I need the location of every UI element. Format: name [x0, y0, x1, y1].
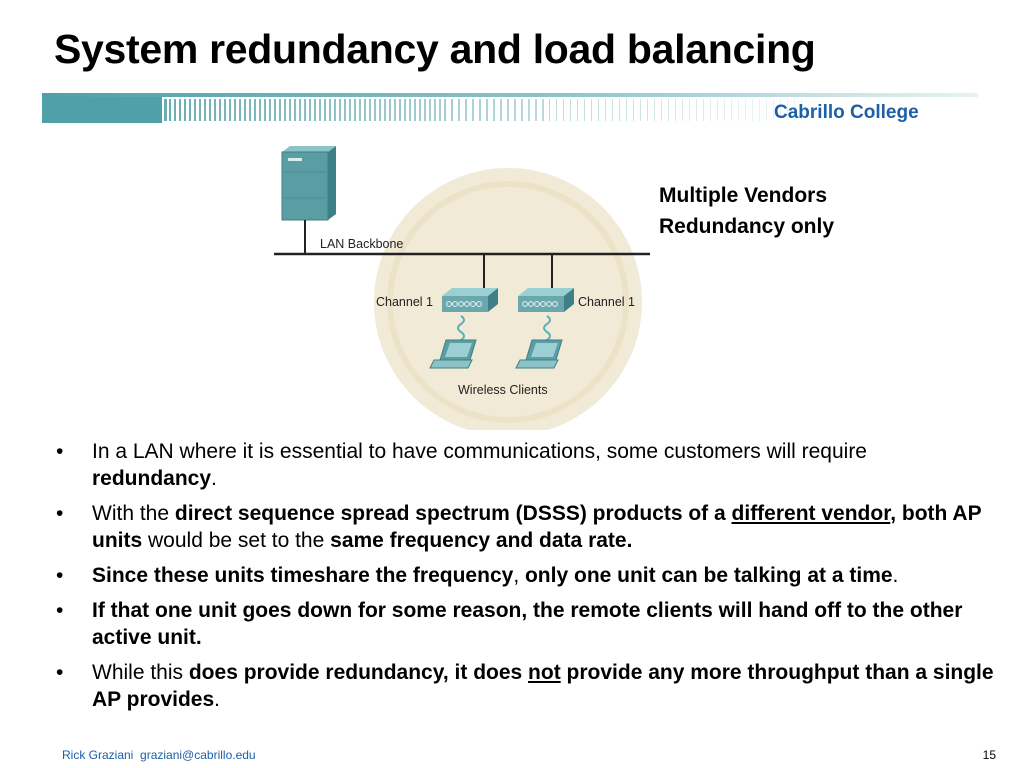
caption-line-2: Redundancy only: [659, 215, 835, 238]
footer-author: Rick Graziani graziani@cabrillo.edu: [62, 748, 256, 762]
access-point-icon-right: [518, 288, 574, 312]
college-name: Cabrillo College: [774, 102, 919, 123]
bullet-item-3: • Since these units timeshare the freque…: [56, 564, 899, 587]
bullet-dot-icon: •: [56, 599, 64, 622]
header-decorative-bar: [42, 93, 978, 123]
server-icon: [281, 146, 336, 221]
bullet-dot-icon: •: [56, 440, 64, 463]
caption-line-1: Multiple Vendors: [659, 184, 828, 207]
channel-label-left: Channel 1: [376, 295, 433, 309]
bullet-dot-icon: •: [56, 502, 64, 525]
network-diagram: LAN Backbone Channel 1 Channel 1: [274, 146, 650, 430]
laptop-icon-right: [515, 339, 563, 369]
bullet-dot-icon: •: [56, 661, 64, 684]
author-name: Rick Graziani: [62, 748, 134, 762]
channel-label-right: Channel 1: [578, 295, 635, 309]
slide-title: System redundancy and load balancing: [54, 26, 816, 72]
bullet-dot-icon: •: [56, 564, 64, 587]
diagram-caption: Multiple Vendors Redundancy only: [659, 180, 834, 242]
clients-label: Wireless Clients: [458, 383, 548, 397]
bullet-item-1: • In a LAN where it is essential to have…: [56, 440, 867, 490]
backbone-label: LAN Backbone: [320, 237, 403, 251]
access-point-icon-left: [442, 288, 498, 312]
bullet-list: • In a LAN where it is essential to have…: [56, 438, 996, 721]
bullet-item-2: • With the direct sequence spread spectr…: [56, 502, 982, 552]
bullet-item-5: • While this does provide redundancy, it…: [56, 661, 994, 711]
page-number: 15: [982, 748, 996, 762]
bullet-item-4: • If that one unit goes down for some re…: [56, 599, 963, 649]
laptop-icon-left: [429, 339, 477, 369]
author-email[interactable]: graziani@cabrillo.edu: [140, 748, 256, 762]
